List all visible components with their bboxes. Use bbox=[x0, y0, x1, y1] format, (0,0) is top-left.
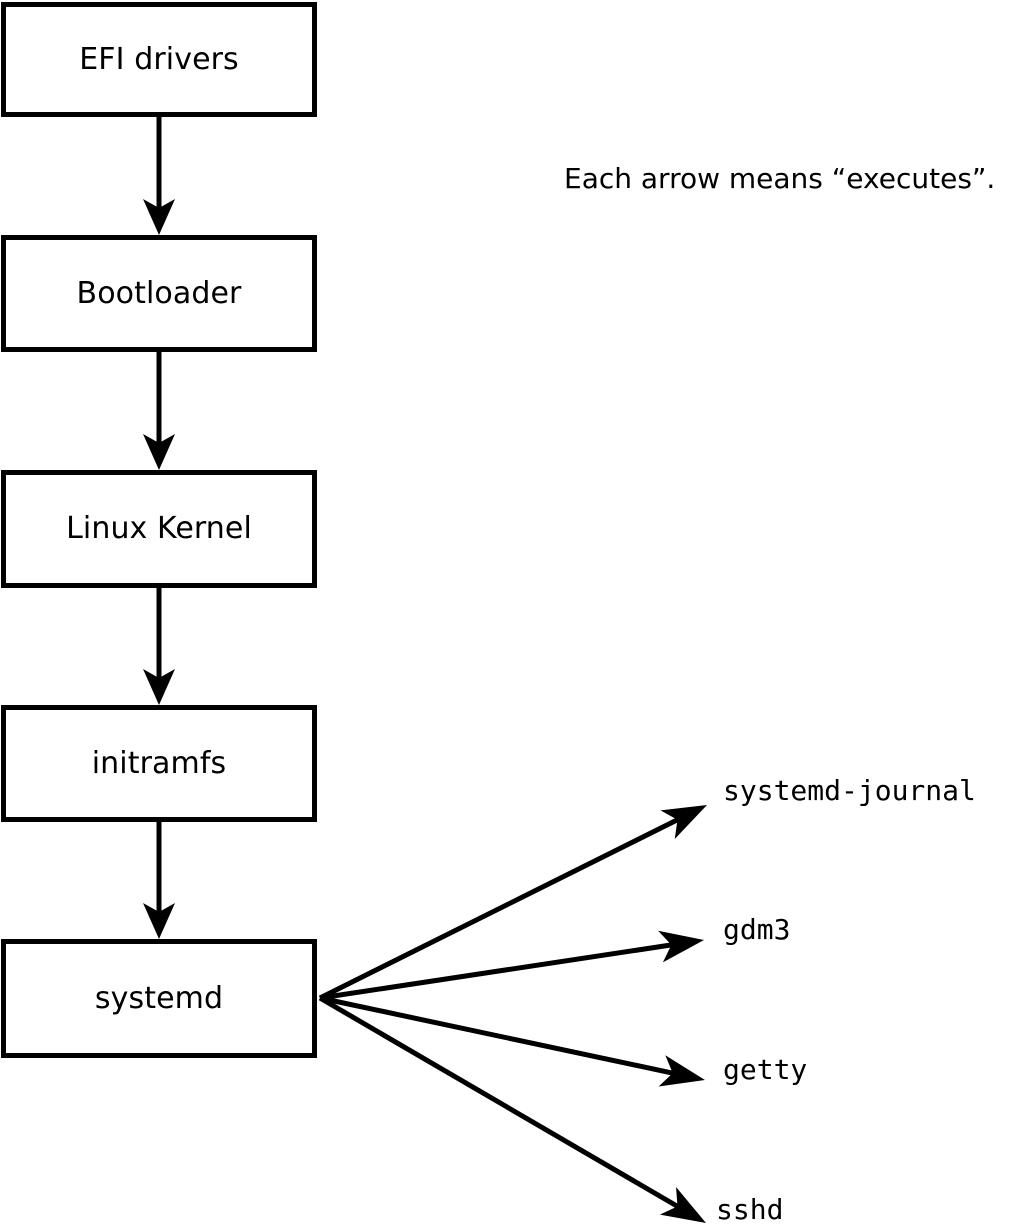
stage-box-initramfs[interactable]: initramfs bbox=[1, 705, 317, 822]
stage-box-linux-kernel[interactable]: Linux Kernel bbox=[1, 470, 317, 588]
chain-arrow-bootloader-to-kernel bbox=[143, 352, 175, 470]
arrow-legend-annotation: Each arrow means “executes”. bbox=[564, 162, 996, 195]
service-label-gdm3[interactable]: gdm3 bbox=[723, 913, 791, 946]
stage-box-label-efi-drivers: EFI drivers bbox=[79, 41, 239, 77]
stage-box-label-initramfs: initramfs bbox=[91, 745, 227, 781]
stage-box-bootloader[interactable]: Bootloader bbox=[1, 235, 317, 352]
service-label-getty[interactable]: getty bbox=[723, 1053, 808, 1086]
chain-arrow-kernel-to-initramfs bbox=[143, 588, 175, 705]
chain-arrow-initramfs-to-systemd bbox=[143, 822, 175, 939]
stage-box-label-systemd: systemd bbox=[94, 980, 224, 1016]
stage-box-label-linux-kernel: Linux Kernel bbox=[66, 511, 252, 546]
fan-arrow-systemd-journal bbox=[318, 805, 707, 1001]
fan-arrow-getty bbox=[319, 995, 705, 1087]
stage-box-systemd[interactable]: systemd bbox=[1, 939, 317, 1058]
fan-arrow-sshd bbox=[318, 995, 706, 1223]
chain-arrow-efi-to-bootloader bbox=[143, 117, 175, 235]
service-label-sshd[interactable]: sshd bbox=[716, 1193, 784, 1226]
stage-box-efi-drivers[interactable]: EFI drivers bbox=[1, 2, 317, 117]
service-label-systemd-journal[interactable]: systemd-journal bbox=[723, 774, 976, 807]
stage-box-label-bootloader: Bootloader bbox=[76, 275, 242, 311]
fan-arrow-group bbox=[318, 805, 707, 1223]
fan-arrow-gdm3 bbox=[319, 930, 704, 1001]
